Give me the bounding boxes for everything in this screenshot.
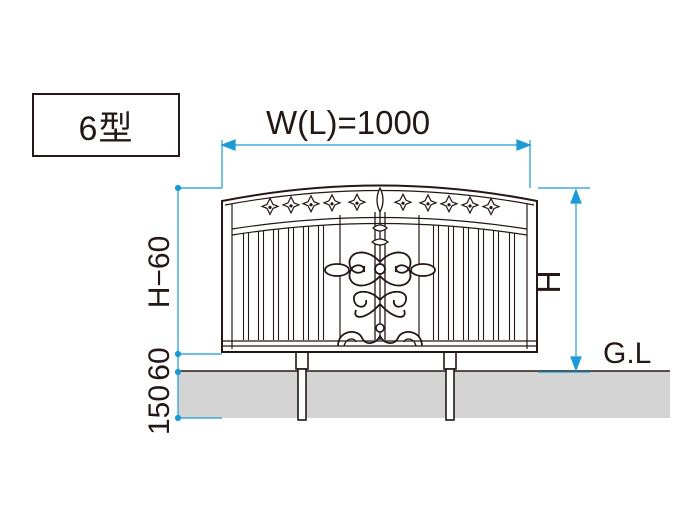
fence-finial — [322, 193, 342, 213]
post-right — [445, 368, 455, 421]
gap-dimension-label: 60 — [143, 347, 176, 381]
dimension-lines — [174, 139, 590, 422]
fence-finial — [393, 192, 413, 212]
fence-finial — [460, 195, 480, 215]
fence-finial — [481, 197, 501, 216]
type-label: 6型 — [78, 109, 134, 148]
fence-finial — [301, 194, 321, 214]
fence-height-dimension-label: H−60 — [143, 235, 176, 309]
center-ornament — [324, 186, 436, 347]
center-spire — [376, 186, 384, 214]
fence-finial — [418, 193, 438, 213]
width-label: W(L)=1000 — [266, 104, 431, 141]
height-label: H — [531, 270, 567, 294]
fence-finial — [281, 195, 301, 215]
fence-posts — [295, 348, 457, 421]
fence-pickets — [242, 224, 516, 340]
post-left — [297, 368, 307, 421]
ground-level-label: G.L — [603, 337, 652, 370]
type-label-box: 6型 — [32, 93, 180, 157]
fence-finial — [439, 194, 459, 214]
fence-finial — [347, 192, 367, 212]
fence-finial — [260, 197, 280, 216]
ground-area — [178, 371, 670, 418]
fence-finials — [260, 192, 501, 216]
embed-dimension-label: 150 — [143, 384, 176, 436]
